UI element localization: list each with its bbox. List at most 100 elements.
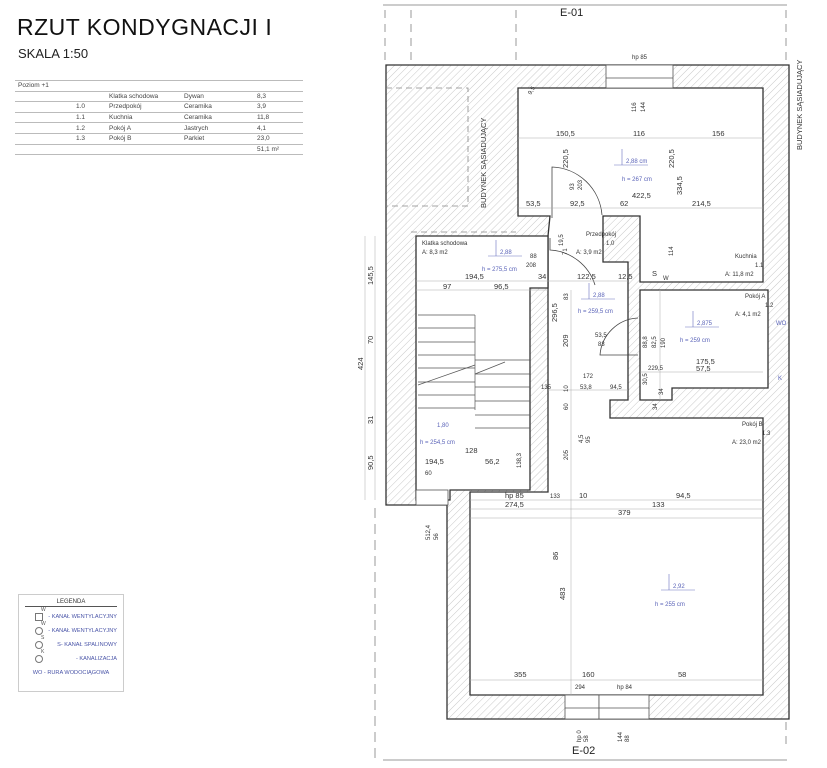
dimension-label: 71 xyxy=(563,248,569,255)
page-title: RZUT KONDYGNACJI I xyxy=(17,14,273,40)
legend-item: W- KANAŁ WENTYLACYJNY xyxy=(19,607,123,623)
dimension-label: 379 xyxy=(618,508,631,517)
dimension-label: 274,5 xyxy=(505,500,524,509)
dimension-label: 88 xyxy=(530,254,537,260)
room-name: Kuchnia xyxy=(735,254,757,260)
dimension-label: 133 xyxy=(550,494,561,500)
legend-item: WO - RURA WODOCIĄGOWA xyxy=(32,670,110,676)
dimension-label: 83 xyxy=(598,342,605,348)
dimension-label: 95 xyxy=(586,436,592,443)
window-bottom-1 xyxy=(564,694,600,720)
dimension-label: 34 xyxy=(538,272,546,281)
dimension-label: 94,5 xyxy=(610,385,622,391)
dimension-label: 31 xyxy=(366,416,375,424)
dimension-label: 172 xyxy=(583,374,594,380)
level-marker-icon xyxy=(488,240,522,257)
dimension-label: 9,5 xyxy=(528,85,538,96)
dimension-label: 220,5 xyxy=(667,149,676,168)
dimension-label: 194,5 xyxy=(425,457,444,466)
dimension-label: 58 xyxy=(678,670,686,679)
dimension-label: 483 xyxy=(558,587,567,600)
dimension-label: 83 xyxy=(564,293,570,300)
ceiling-level: 1,80 xyxy=(437,423,449,429)
dimension-label: 334,5 xyxy=(675,176,684,195)
doors xyxy=(549,166,639,356)
dimension-label: 135 xyxy=(541,385,552,391)
dimension-label: 214,5 xyxy=(692,199,711,208)
dimension-label: hp 0 xyxy=(577,730,583,742)
dimension-label: 144 xyxy=(618,731,624,742)
dimension-label: 116 xyxy=(632,102,638,112)
dimension-label: 190 xyxy=(661,337,667,348)
dimension-label: 220,5 xyxy=(561,149,570,168)
dimension-label: 56,2 xyxy=(485,457,500,466)
dimension-label: 208 xyxy=(526,263,537,269)
dimension-label: 90,5 xyxy=(366,455,375,470)
sewer-icon: K xyxy=(778,376,782,382)
room-pokoj-a xyxy=(639,289,769,401)
dimension-label: hp 85 xyxy=(632,55,648,61)
room-name: Pokój B xyxy=(742,422,763,428)
dimension-label: 30,5 xyxy=(643,373,649,385)
ceiling-level: 2,875 xyxy=(697,321,713,327)
ceiling-level: 2,88 cm xyxy=(626,159,647,165)
dimension-label: 114 xyxy=(669,246,675,256)
room-height: h = 259 cm xyxy=(680,338,710,344)
dimension-label: 122,5 xyxy=(577,272,596,281)
dimension-label: 93 xyxy=(570,183,576,190)
room-number: 1.2 xyxy=(765,303,774,309)
dimension-label: 294 xyxy=(575,685,586,691)
dimension-lines xyxy=(364,137,763,695)
section-label: E-01 xyxy=(560,7,583,19)
dimension-label: 88 xyxy=(625,735,631,742)
dimension-label: 88,8 xyxy=(643,336,649,348)
dimension-label: 53,8 xyxy=(580,385,592,391)
dimension-label: hp 85 xyxy=(505,491,524,500)
flue-circle-icon xyxy=(35,641,43,649)
dimension-label: 12,5 xyxy=(618,272,633,281)
door-stair xyxy=(549,238,596,286)
dimension-label: 70 xyxy=(366,336,375,344)
vent-circle-icon xyxy=(35,627,43,635)
table-row: 51,1 m² xyxy=(15,143,303,155)
dimension-label: 422,5 xyxy=(632,191,651,200)
level-marker-icon xyxy=(614,149,648,166)
dimension-label: 62 xyxy=(620,199,628,208)
dimension-label: 355 xyxy=(514,670,527,679)
dimension-label: 145,5 xyxy=(366,266,375,285)
dimension-label: 128 xyxy=(465,446,478,455)
vent-icon: W xyxy=(663,276,669,282)
stairs xyxy=(417,314,530,429)
dimension-label: 160 xyxy=(582,670,595,679)
dimension-label: 10 xyxy=(579,491,587,500)
dimension-label: 96,5 xyxy=(494,282,509,291)
room-area: A: 11,8 m2 xyxy=(725,272,754,278)
door-pokoj-a xyxy=(599,317,639,356)
room-area: A: 23,0 m2 xyxy=(732,440,762,446)
room-name: Klatka schodowa xyxy=(422,241,468,247)
level-marker-icon xyxy=(661,574,695,591)
room-height: h = 259,5 cm xyxy=(578,309,613,315)
dimension-label: 4,5 xyxy=(579,434,585,443)
dimension-label: 296,5 xyxy=(550,303,559,322)
section-label: E-02 xyxy=(572,745,595,757)
legend-item: W- KANAŁ WENTYLACYJNY xyxy=(19,621,123,637)
dimension-label: 194,5 xyxy=(465,272,484,281)
dimension-label: 133 xyxy=(652,500,665,509)
dimension-label: 205 xyxy=(564,449,570,460)
level-marker-icon xyxy=(685,311,719,328)
dimension-label: 97 xyxy=(443,282,451,291)
flue-icon: S xyxy=(652,269,657,278)
dimension-label: 60 xyxy=(425,471,432,477)
neighbor-label: BUDYNEK SĄSIADUJĄCY xyxy=(479,118,488,208)
legend-title: LEGENDA xyxy=(25,599,117,607)
window-stair xyxy=(415,489,449,506)
dimension-label: 34 xyxy=(659,388,665,395)
